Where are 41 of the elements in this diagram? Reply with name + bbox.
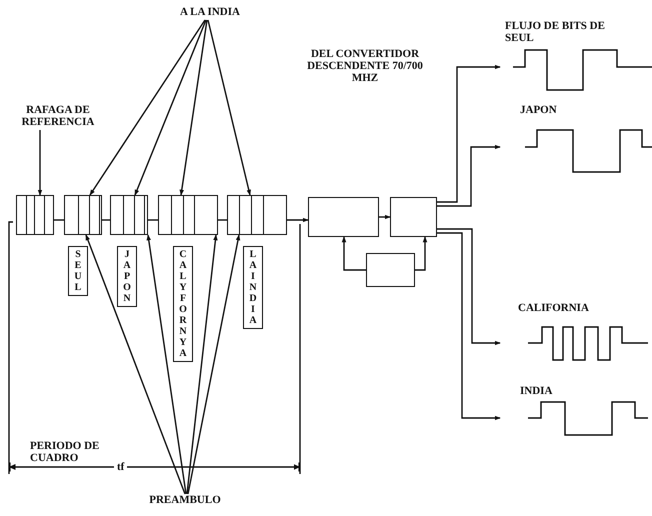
block-box <box>366 253 415 287</box>
text-label: PREAMBULO <box>135 494 235 508</box>
burst-frame <box>64 195 102 235</box>
arrow <box>38 130 42 196</box>
block-box <box>390 197 437 237</box>
arrow <box>186 234 218 494</box>
arrow <box>437 232 501 420</box>
waveform-label: INDIA <box>520 385 554 397</box>
arrow <box>85 234 186 494</box>
arrow <box>207 20 251 196</box>
text-label: A LA INDIA <box>160 6 260 20</box>
burst-frame <box>158 195 218 235</box>
waveform-label: FLUJO DE BITS DE SEUL <box>505 20 606 44</box>
block-box <box>308 197 379 237</box>
arrow <box>437 64 501 203</box>
burst-frame <box>110 195 148 235</box>
arrow <box>437 228 501 346</box>
station-label-box: SEUL <box>68 246 88 296</box>
waveform-label: CALIFORNIA <box>518 302 590 314</box>
arrow <box>146 234 187 494</box>
station-label-box: CALYFORNYA <box>173 246 193 362</box>
arrow <box>379 214 391 220</box>
note-label: PERIODO DE CUADRO <box>30 440 100 464</box>
text-label: RAFAGA DE REFERENCIA <box>6 104 110 130</box>
burst-frame <box>227 195 287 235</box>
waveform-label: JAPON <box>520 104 558 116</box>
arrow <box>415 236 428 271</box>
dimension-label: tf <box>114 461 128 473</box>
note-label: DEL CONVERTIDOR DESCENDENTE 70/700 MHZ <box>306 48 424 84</box>
arrow <box>342 236 366 271</box>
connector-line <box>54 219 64 221</box>
station-label-box: JAPON <box>117 246 137 307</box>
arrow <box>287 218 309 222</box>
connector-line <box>148 219 158 221</box>
arrow <box>180 20 208 196</box>
arrow <box>134 20 207 196</box>
arrow <box>187 234 240 494</box>
arrow <box>437 144 501 207</box>
burst-frame <box>16 195 54 235</box>
station-label-box: LA INDIA <box>243 246 263 329</box>
arrow <box>89 20 206 196</box>
